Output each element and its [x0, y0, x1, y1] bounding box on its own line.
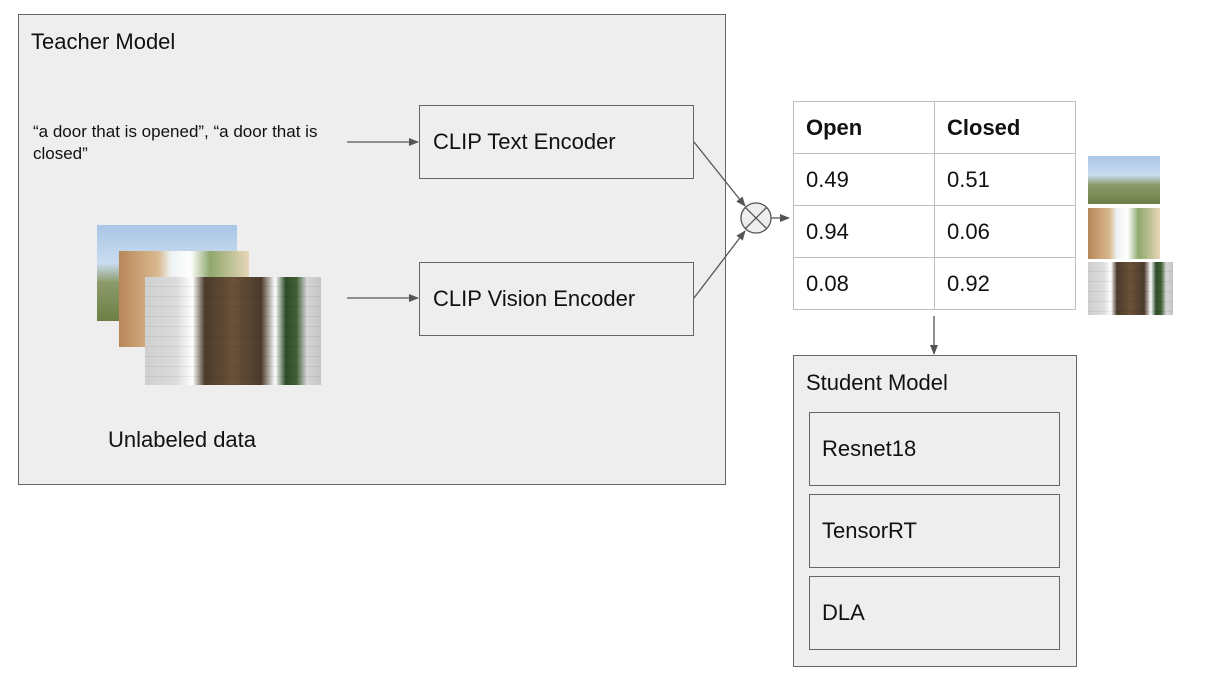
- header-open: Open: [793, 101, 935, 154]
- student-model-tensorrt: TensorRT: [809, 494, 1060, 568]
- header-closed: Closed: [934, 101, 1076, 154]
- table-row: 0.49 0.51: [793, 153, 1076, 206]
- multiply-icon: [740, 202, 772, 234]
- clip-text-encoder-box: CLIP Text Encoder: [419, 105, 694, 179]
- score-table-header-row: Open Closed: [793, 101, 1076, 154]
- clip-vision-encoder-box: CLIP Vision Encoder: [419, 262, 694, 336]
- score-open: 0.08: [793, 257, 935, 310]
- table-row: 0.94 0.06: [793, 205, 1076, 258]
- score-table: Open Closed 0.49 0.51 0.94 0.06 0.08 0.9…: [793, 101, 1076, 310]
- model-label: DLA: [822, 600, 865, 625]
- score-closed: 0.92: [934, 257, 1076, 310]
- score-open: 0.94: [793, 205, 935, 258]
- student-model-dla: DLA: [809, 576, 1060, 650]
- student-model-resnet18: Resnet18: [809, 412, 1060, 486]
- score-closed: 0.51: [934, 153, 1076, 206]
- unlabeled-image-door: [145, 277, 321, 385]
- unlabeled-data-label: Unlabeled data: [108, 427, 257, 452]
- clip-text-encoder-label: CLIP Text Encoder: [433, 129, 616, 154]
- model-label: TensorRT: [822, 518, 917, 543]
- text-prompts: “a door that is opened”, “a door that is…: [33, 122, 318, 163]
- clip-vision-encoder-label: CLIP Vision Encoder: [433, 286, 636, 311]
- score-open: 0.49: [793, 153, 935, 206]
- score-closed: 0.06: [934, 205, 1076, 258]
- table-row: 0.08 0.92: [793, 257, 1076, 310]
- student-model-box: Student Model Resnet18 TensorRT DLA: [793, 355, 1077, 667]
- row-thumbnail-hallway: [1088, 208, 1160, 259]
- row-thumbnail-door: [1088, 262, 1173, 315]
- model-label: Resnet18: [822, 436, 917, 461]
- teacher-model-box: Teacher Model “a door that is opened”, “…: [18, 14, 726, 485]
- student-model-title: Student Model: [806, 370, 948, 395]
- row-thumbnail-horses: [1088, 156, 1160, 204]
- teacher-model-title: Teacher Model: [31, 29, 176, 54]
